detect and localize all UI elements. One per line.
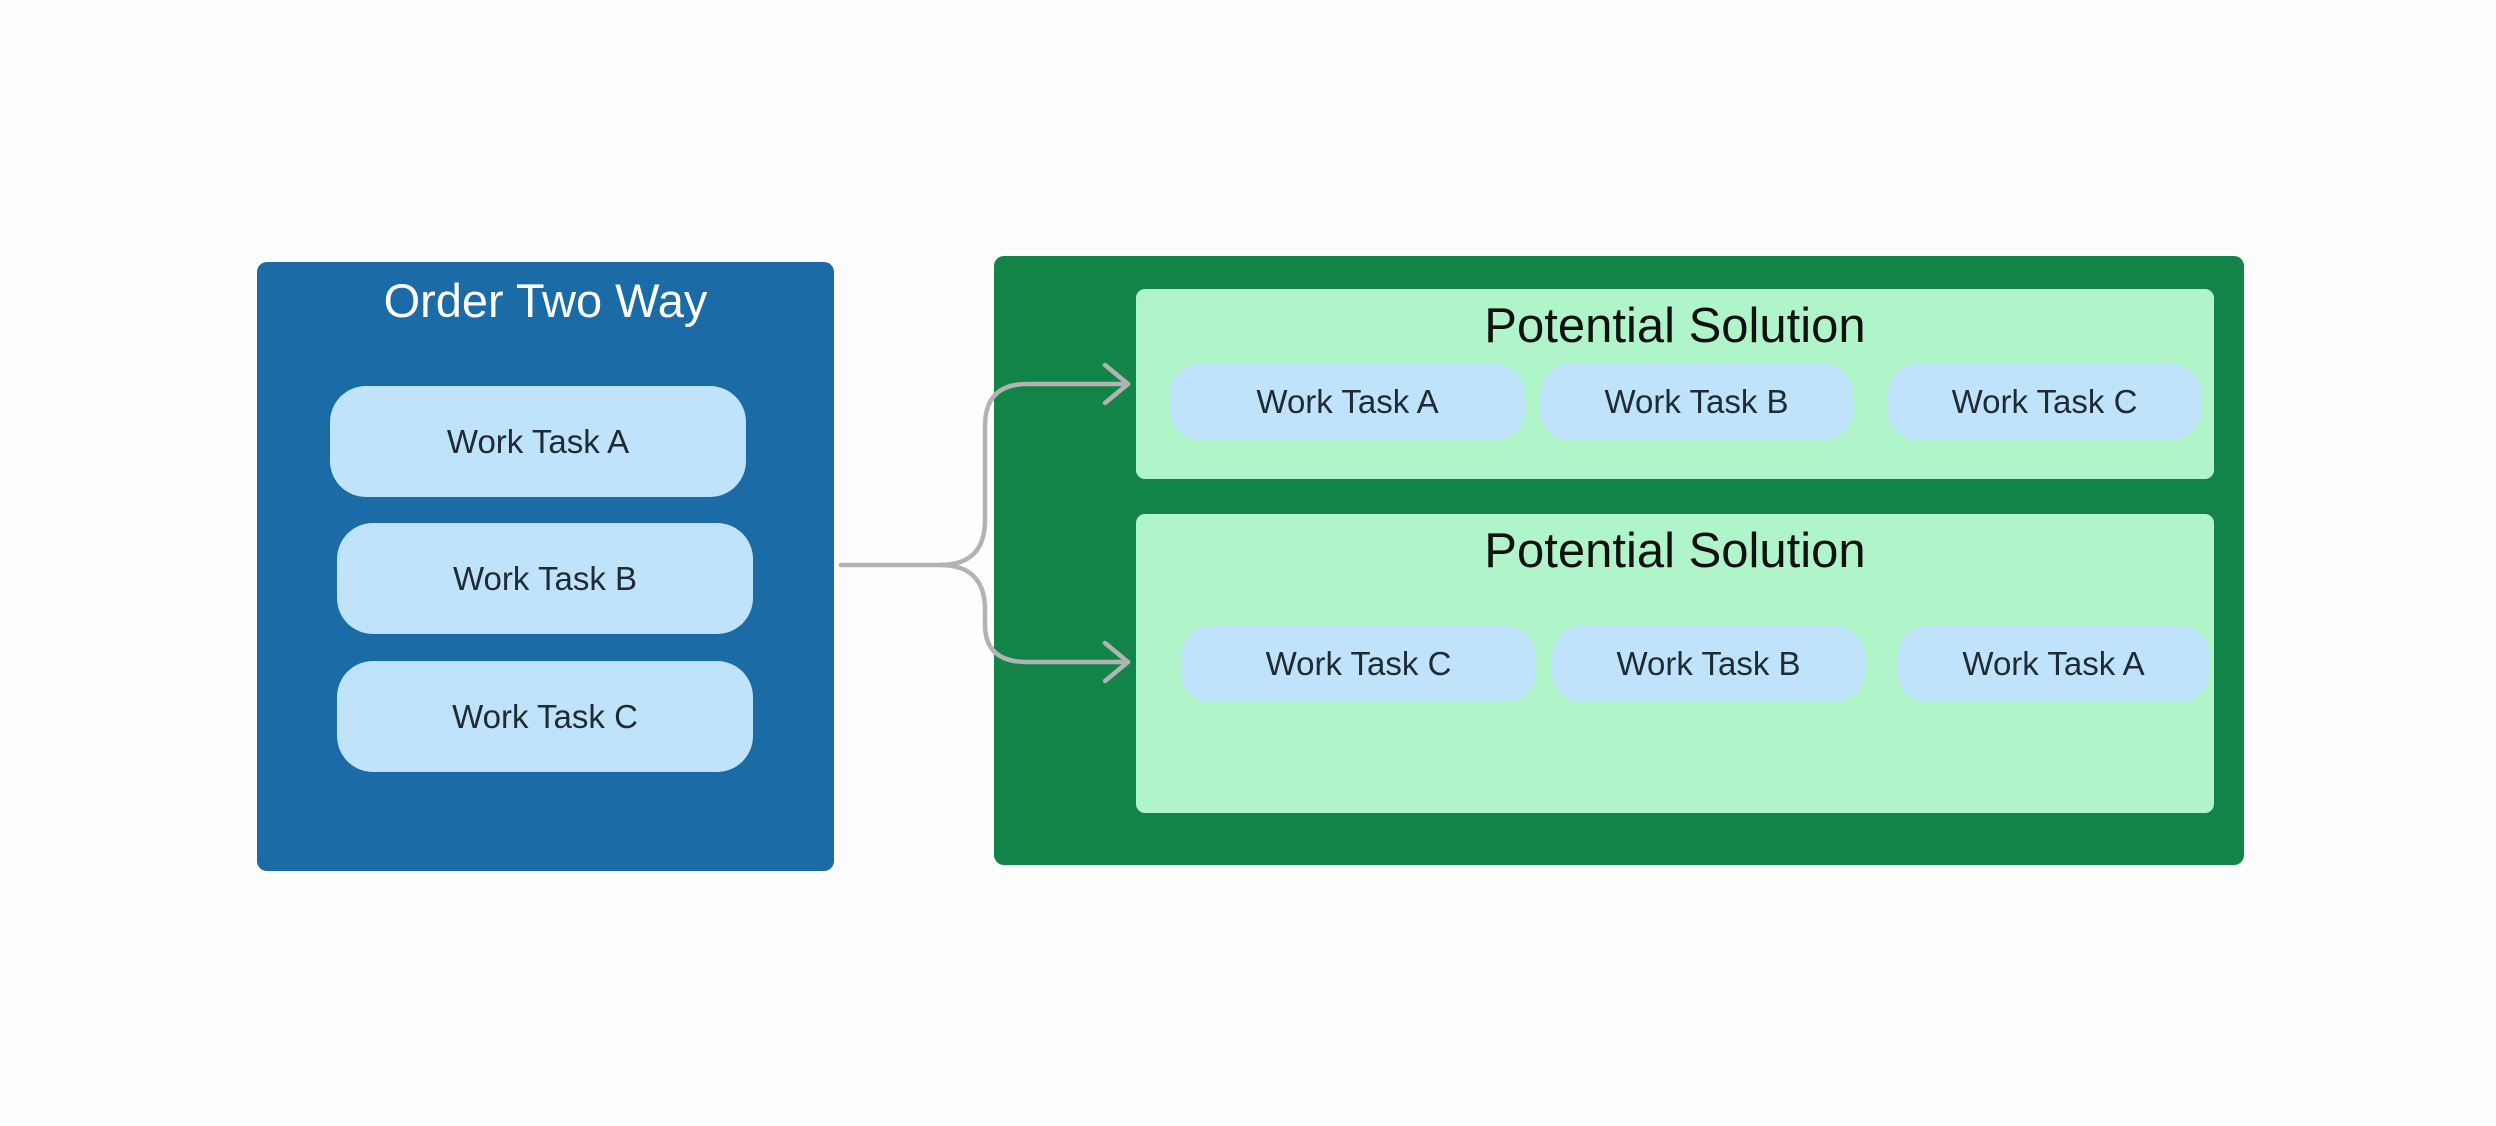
left-task-a: Work Task A [330, 386, 746, 497]
left-task-c: Work Task C [337, 661, 753, 772]
arrowhead-bottom-icon [1102, 640, 1131, 684]
left-task-b: Work Task B [337, 523, 753, 634]
solution-title-2: Potential Solution [1484, 524, 1866, 578]
arrowhead-top-icon [1102, 362, 1131, 406]
solution-2-task-b: Work Task B [1552, 626, 1865, 702]
connector-branch-top [937, 381, 1131, 568]
solution-1-task-c: Work Task C [1888, 364, 2201, 440]
solution-title-1: Potential Solution [1484, 299, 1866, 353]
solution-2-task-c: Work Task C [1181, 626, 1536, 702]
solution-1-task-a: Work Task A [1170, 364, 1525, 440]
connector-branch-bottom [937, 562, 1131, 665]
order-two-way-title: Order Two Way [383, 274, 708, 327]
solution-1-task-b: Work Task B [1540, 364, 1853, 440]
solution-2-task-a: Work Task A [1897, 626, 2210, 702]
